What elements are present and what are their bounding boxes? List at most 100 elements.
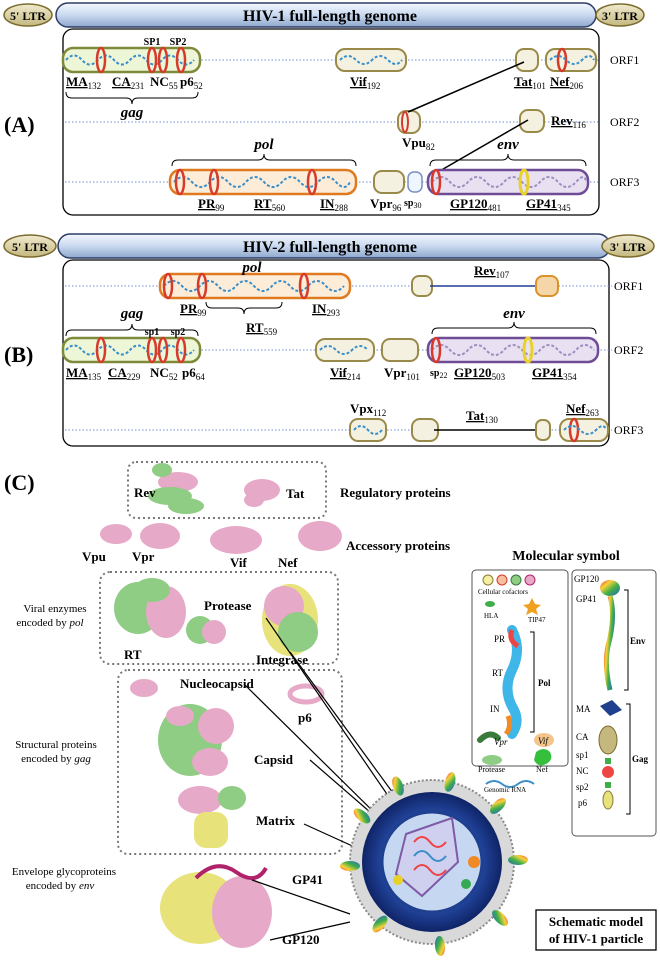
rev-protein-label: Rev (134, 485, 156, 500)
enzymes-label-2: encoded by pol (16, 617, 83, 629)
vif-structure (210, 526, 262, 554)
accessory-label: Accessory proteins (346, 538, 450, 553)
gene-sp-a: sp30 (404, 198, 421, 210)
vpx-cylinder-b (349, 418, 387, 442)
structural-box (117, 669, 343, 855)
ltr5-label-a: 5' LTR (10, 9, 46, 23)
ltr3-label-a: 3' LTR (602, 9, 638, 23)
gp41-protein-label: GP41 (292, 872, 323, 887)
pol-cylinder-a (168, 168, 358, 196)
ltr5-cap-b (3, 234, 57, 258)
legend-cellular-label: Cellular cofactors (478, 588, 528, 596)
gene-p6-a: p652 (180, 74, 203, 91)
vpu-structure (100, 524, 132, 544)
gene-in-b: IN293 (312, 301, 340, 318)
enzymes-box (99, 571, 339, 665)
gene-ma-b: MA135 (66, 365, 102, 382)
legend-vpr-label: Vpr (494, 737, 508, 747)
integrase-structure (262, 584, 318, 656)
env-label-a: env (497, 137, 519, 153)
gene-in-a: IN288 (320, 196, 348, 213)
legend-cofactors (482, 574, 536, 586)
orf2-label-a: ORF2 (610, 115, 639, 129)
legend-title: Molecular symbol (512, 549, 620, 564)
env-spikes (340, 772, 528, 956)
gene-nef-b: Nef263 (566, 401, 600, 418)
pol-label-b: pol (240, 260, 262, 276)
sp1-label-b: sp1 (145, 327, 159, 338)
panel-b: 5' LTR 3' LTR HIV-2 full-length genome (… (3, 233, 655, 447)
gene-pr-a: PR99 (198, 196, 225, 213)
legend-gag-symbol (598, 700, 622, 810)
legend-p6-label: p6 (578, 798, 588, 808)
legend-env-label: Env (630, 636, 646, 646)
vpr-structure (140, 523, 180, 549)
gene-tat-a: Tat101 (514, 74, 546, 91)
env-brace-a (429, 153, 587, 167)
rt-structure (114, 578, 186, 638)
legend-sp1-label: sp1 (576, 750, 589, 760)
regulatory-label: Regulatory proteins (340, 485, 451, 500)
legend-box-right (571, 569, 657, 837)
vpu-cylinder-a (397, 110, 421, 134)
rev-structure (148, 463, 204, 514)
legend-env-bracket (624, 589, 629, 691)
vpr-protein-label: Vpr (132, 549, 155, 564)
gene-ca-b: CA229 (108, 365, 141, 382)
gene-rt-a: RT560 (254, 196, 286, 213)
panel-c-letter: (C) (4, 470, 35, 495)
pol-label-a: pol (252, 137, 274, 153)
tat-exon2-b (535, 419, 551, 441)
gag-cylinder-b (61, 336, 202, 364)
legend-pr-label: PR (494, 634, 505, 644)
envelope-label-1: Envelope glycoproteins (12, 866, 116, 878)
gene-rt-b: RT559 (246, 320, 278, 337)
vif-cylinder-b (315, 338, 375, 362)
gene-gp41-b: GP41354 (532, 365, 577, 382)
ltr3-cap-a (595, 3, 645, 27)
integrase-protein-label: Integrase (256, 652, 308, 667)
hla-icon (485, 601, 495, 607)
capsid-structure (158, 704, 234, 776)
legend-pol-bracket (530, 631, 535, 733)
gene-vpr-a: Vpr96 (370, 196, 402, 213)
protease-structure (186, 616, 226, 644)
nucleocapsid-structure (130, 679, 158, 697)
legend-tip47-label: TIP47 (528, 616, 546, 624)
env-brace-b (431, 321, 597, 335)
legend-sp2-label: sp2 (576, 782, 589, 792)
vpr-cylinder-b (381, 338, 419, 362)
gene-nef-a: Nef206 (550, 74, 584, 91)
rev-splice-line-a (437, 119, 529, 173)
vif-protein-label: Vif (230, 555, 248, 570)
tip47-icon (523, 598, 541, 615)
rt-protein-label: RT (124, 647, 142, 662)
legend-gag-bracket (626, 703, 631, 815)
regulatory-box (127, 461, 327, 519)
vpu-protein-label: Vpu (82, 549, 106, 564)
vif-cylinder-a (335, 48, 407, 72)
panel-a-letter: (A) (4, 112, 35, 137)
structural-label-2: encoded by gag (21, 753, 91, 765)
legend-vpr-vif (477, 731, 554, 747)
gene-vif-a: Vif192 (350, 74, 380, 91)
structural-label-1: Structural proteins (15, 739, 97, 751)
rev-exon2-b (535, 275, 559, 297)
vpr-cylinder-a (373, 170, 405, 194)
gp120-protein-label: GP120 (282, 932, 320, 947)
gene-vpu-a: Vpu82 (402, 135, 435, 152)
panel-a: 5' LTR 3' LTR HIV-1 full-length genome (… (3, 2, 645, 216)
sp1-label-a: SP1 (144, 37, 161, 48)
orf3-label-b: ORF3 (614, 423, 643, 437)
gene-rev-a: Rev116 (551, 113, 586, 130)
pol-cylinder-b (158, 272, 352, 300)
nucleocapsid-protein-label: Nucleocapsid (180, 676, 254, 691)
gene-pr-b: PR99 (180, 301, 207, 318)
capsid-protein-label: Capsid (254, 752, 294, 767)
nef-protein-label: Nef (278, 555, 298, 570)
gene-vif-b: Vif214 (330, 365, 361, 382)
legend-genomic-rna-icon (485, 780, 535, 788)
gene-gp120-b: GP120503 (454, 365, 506, 382)
legend-pol-label: Pol (538, 678, 551, 688)
